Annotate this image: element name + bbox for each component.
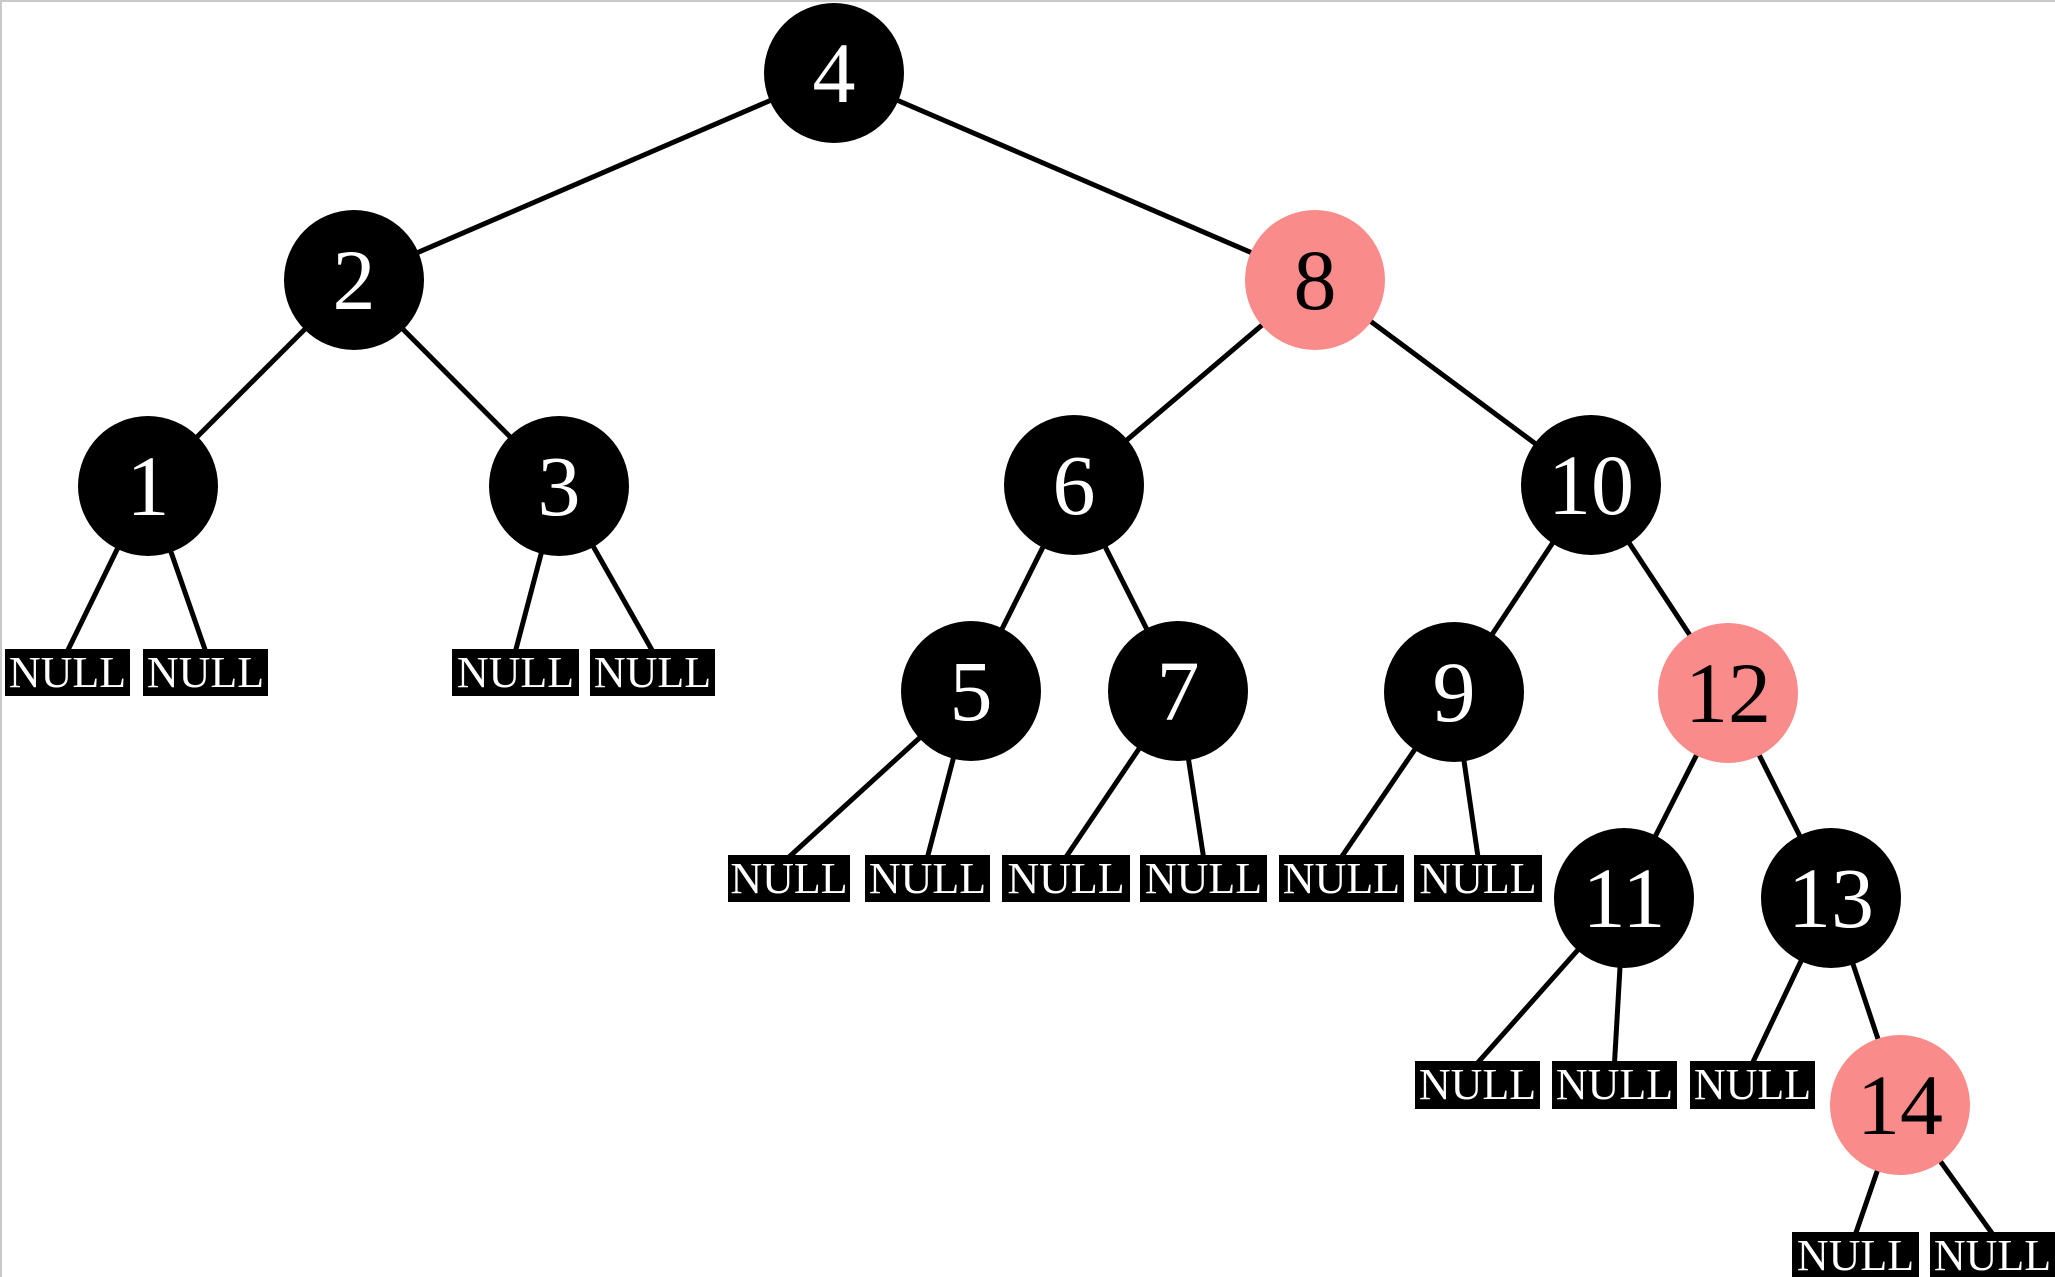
tree-node-label: 11 [1582, 850, 1666, 946]
null-leaf-label: NULL [1144, 853, 1263, 903]
null-leaf-n12: NULL [1690, 1061, 1815, 1109]
tree-node-label: 4 [812, 25, 856, 121]
tree-node-label: 8 [1293, 232, 1337, 328]
tree-node-6: 6 [1004, 415, 1144, 555]
null-leaf-n9: NULL [1414, 855, 1542, 902]
null-leaf-n14: NULL [1930, 1232, 2055, 1277]
null-leaf-n10: NULL [1415, 1061, 1540, 1109]
null-leaf-n13: NULL [1792, 1232, 1919, 1277]
tree-node-12: 12 [1658, 623, 1798, 763]
null-leaf-label: NULL [1933, 1230, 2052, 1277]
tree-node-8: 8 [1245, 210, 1385, 350]
null-leaf-n5: NULL [865, 855, 990, 902]
null-leaf-label: NULL [593, 647, 712, 697]
tree-node-label: 7 [1156, 643, 1200, 739]
tree-node-label: 1 [126, 438, 170, 534]
tree-node-5: 5 [901, 621, 1041, 761]
null-leaf-label: NULL [1282, 853, 1401, 903]
null-leaf-n8: NULL [1279, 855, 1404, 902]
null-leaf-n11: NULL [1552, 1061, 1677, 1109]
tree-node-label: 6 [1052, 437, 1096, 533]
tree-node-7: 7 [1108, 621, 1248, 761]
tree-node-13: 13 [1761, 828, 1901, 968]
tree-node-label: 9 [1432, 644, 1476, 740]
null-leaf-n6: NULL [1002, 855, 1130, 902]
tree-node-9: 9 [1384, 622, 1524, 762]
null-leaf-label: NULL [146, 647, 265, 697]
null-leaf-label: NULL [1555, 1060, 1674, 1109]
tree-node-label: 3 [537, 438, 581, 534]
null-leaf-n1: NULL [143, 649, 268, 696]
null-leaf-label: NULL [1693, 1060, 1812, 1109]
tree-node-4: 4 [764, 3, 904, 143]
null-leaf-n4: NULL [728, 855, 850, 902]
tree-node-3: 3 [489, 416, 629, 556]
null-leaf-label: NULL [1418, 1060, 1537, 1109]
tree-node-label: 2 [332, 232, 376, 328]
null-leaf-n0: NULL [5, 649, 130, 696]
tree-node-label: 5 [949, 643, 993, 739]
null-leaf-label: NULL [1007, 853, 1125, 903]
tree-node-10: 10 [1521, 415, 1661, 555]
tree-node-label: 13 [1788, 850, 1874, 946]
null-leaf-n7: NULL [1140, 855, 1267, 902]
null-leaf-label: NULL [1796, 1230, 1915, 1277]
tree-node-2: 2 [284, 210, 424, 350]
tree-node-label: 12 [1685, 645, 1771, 741]
null-leaf-label: NULL [8, 647, 127, 697]
edge-4-8 [833, 70, 1316, 283]
edge-4-2 [353, 70, 835, 283]
null-leaf-label: NULL [1419, 853, 1537, 903]
tree-node-11: 11 [1554, 828, 1694, 968]
null-leaf-n2: NULL [452, 649, 579, 696]
null-leaf-label: NULL [730, 853, 848, 903]
null-leaf-label: NULL [868, 853, 987, 903]
tree-node-14: 14 [1830, 1035, 1970, 1175]
null-leaf-label: NULL [456, 647, 575, 697]
tree-node-label: 10 [1548, 437, 1634, 533]
null-leaf-n3: NULL [590, 649, 715, 696]
tree-node-label: 14 [1857, 1057, 1943, 1153]
tree-node-1: 1 [78, 416, 218, 556]
